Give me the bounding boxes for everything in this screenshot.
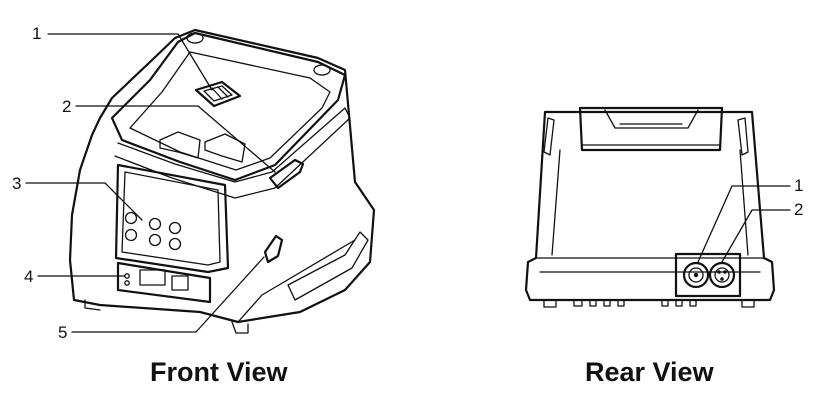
front-window-panel <box>114 163 230 274</box>
rear-callout-leaders <box>697 185 791 263</box>
front-hinge-band <box>114 107 351 199</box>
front-body-outline <box>68 28 376 324</box>
front-callout-5: 5 <box>58 323 67 342</box>
front-display-button <box>171 275 189 291</box>
front-lid-latch <box>194 80 242 108</box>
rear-view-caption: Rear View <box>585 357 714 387</box>
front-display-screen <box>139 269 166 286</box>
front-callout-4: 4 <box>24 267 33 286</box>
front-callout-3: 3 <box>12 174 21 193</box>
front-side-connector <box>263 234 284 264</box>
rear-view-device <box>524 106 776 308</box>
front-window-inner <box>121 171 221 266</box>
rear-callout-1: 1 <box>794 176 803 195</box>
front-keypad <box>124 211 182 251</box>
rear-left-rib <box>543 117 555 156</box>
front-lid-latch-inner <box>203 85 233 102</box>
front-lid-inner <box>129 51 331 171</box>
rear-handle-block <box>578 106 724 152</box>
front-callout-leaders <box>25 33 276 333</box>
rear-connector-panel <box>674 252 742 298</box>
front-hinge-right <box>204 133 246 163</box>
rear-right-rib <box>737 117 749 156</box>
front-hinge-left <box>159 131 201 159</box>
front-callout-2: 2 <box>62 97 71 116</box>
front-corner-hole-left <box>186 32 204 44</box>
front-lower-panel <box>287 231 369 301</box>
front-view-caption: Front View <box>150 357 288 387</box>
front-corner-hole-right <box>313 64 331 76</box>
rear-feet <box>543 299 755 308</box>
front-view-device <box>68 28 376 334</box>
front-lid-release <box>268 158 305 190</box>
front-display-panel <box>116 261 212 304</box>
rear-connector-1 <box>682 261 710 289</box>
rear-handle <box>604 109 699 129</box>
rear-callout-2: 2 <box>794 200 803 219</box>
rear-connector-2 <box>708 261 736 289</box>
front-lid-outline <box>110 31 347 182</box>
rear-body-outline <box>524 110 776 302</box>
front-callout-1: 1 <box>32 24 41 43</box>
